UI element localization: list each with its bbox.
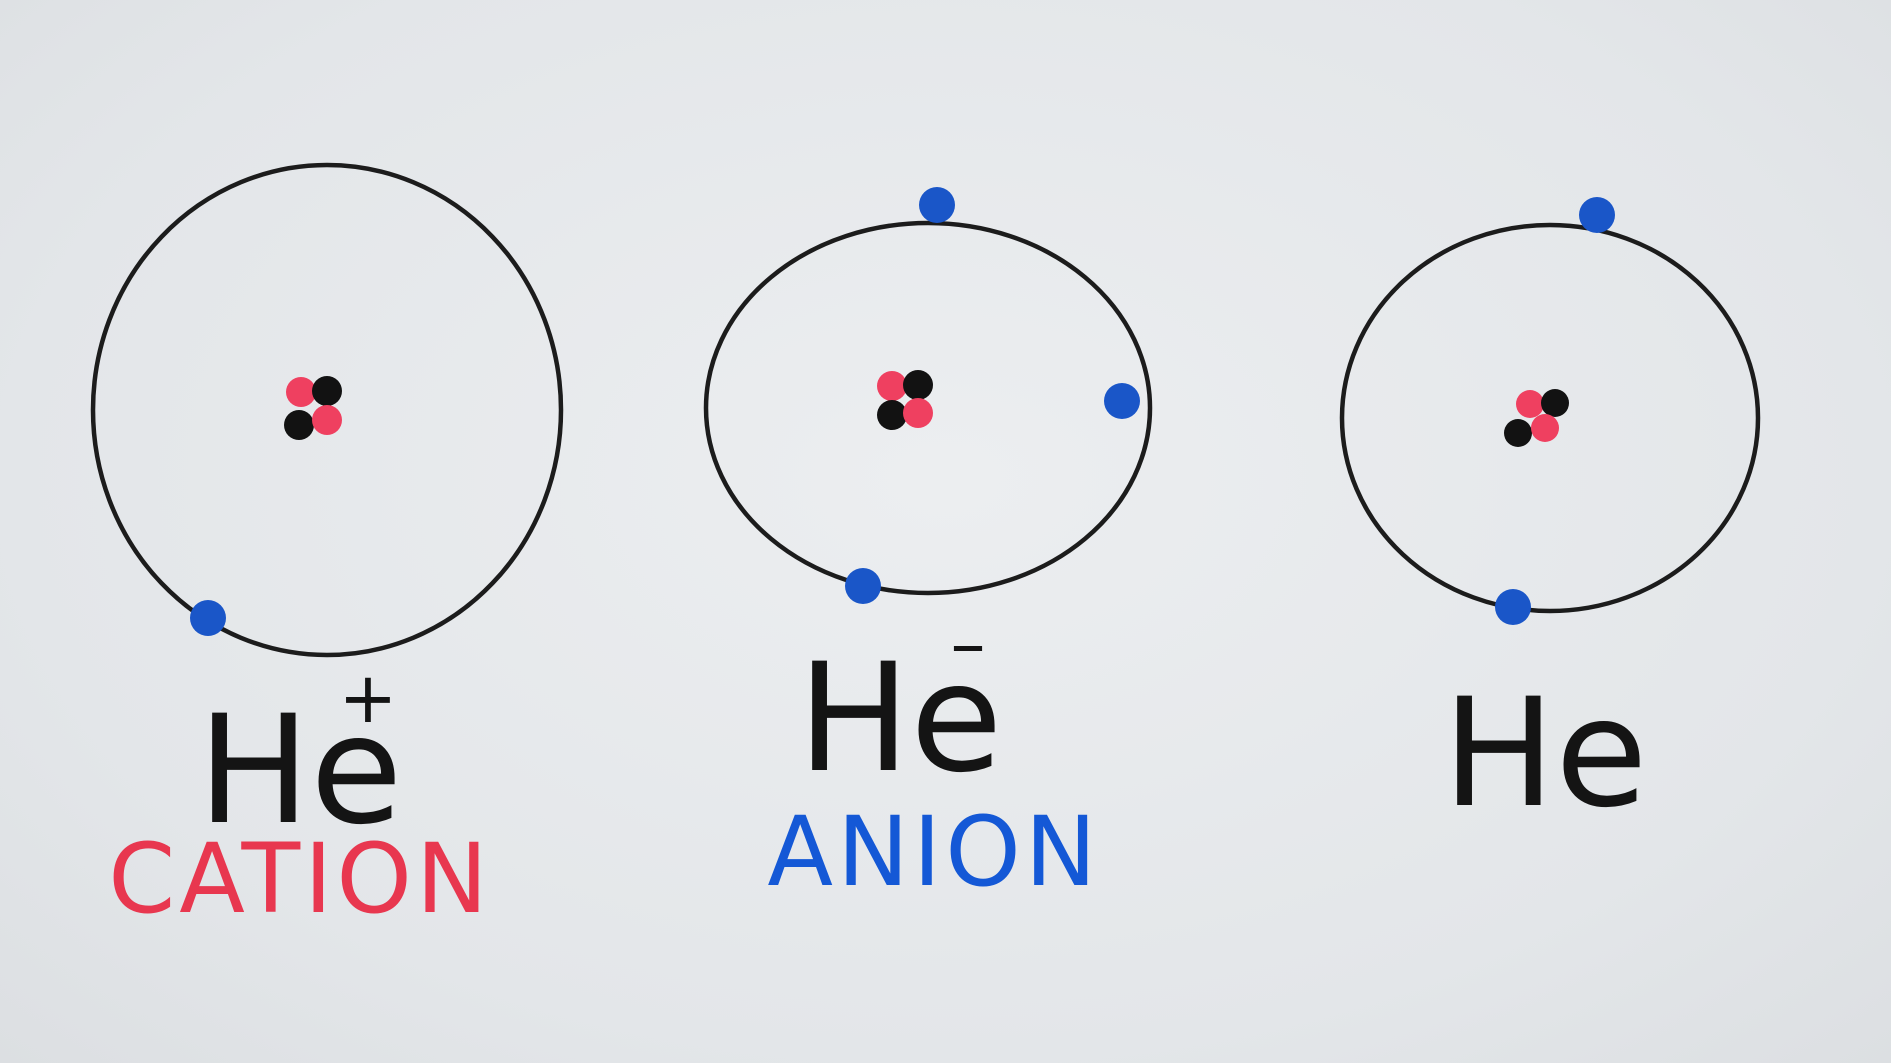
neutron	[1541, 389, 1569, 417]
proton	[312, 405, 342, 435]
element-symbol: He	[1442, 667, 1647, 841]
charge-sign: –	[951, 603, 986, 685]
charge-sign: +	[339, 657, 398, 739]
electron-shell	[90, 162, 564, 658]
proton	[286, 377, 316, 407]
proton	[1531, 414, 1559, 442]
ion-type-label: ANION	[767, 796, 1100, 908]
neutron	[284, 410, 314, 440]
neutron	[312, 376, 342, 406]
electron	[845, 568, 881, 604]
nucleus	[877, 370, 933, 430]
electron-shell	[1339, 222, 1761, 614]
cation-atom: He + CATION	[90, 162, 564, 935]
neutron	[903, 370, 933, 400]
nucleus	[284, 376, 342, 440]
ion-type-label: CATION	[108, 823, 492, 935]
electron	[919, 187, 955, 223]
neutron	[1504, 419, 1532, 447]
proton	[877, 371, 907, 401]
electron	[1495, 589, 1531, 625]
neutral-atom: He	[1339, 197, 1761, 841]
element-symbol: He	[797, 632, 1002, 806]
element-symbol: He	[197, 684, 402, 858]
anion-atom: He – ANION	[703, 187, 1153, 908]
neutron	[877, 400, 907, 430]
electron	[1104, 383, 1140, 419]
electron	[1579, 197, 1615, 233]
proton	[1516, 390, 1544, 418]
proton	[903, 398, 933, 428]
nucleus	[1504, 389, 1569, 447]
electron-shell	[703, 220, 1153, 596]
electron	[190, 600, 226, 636]
